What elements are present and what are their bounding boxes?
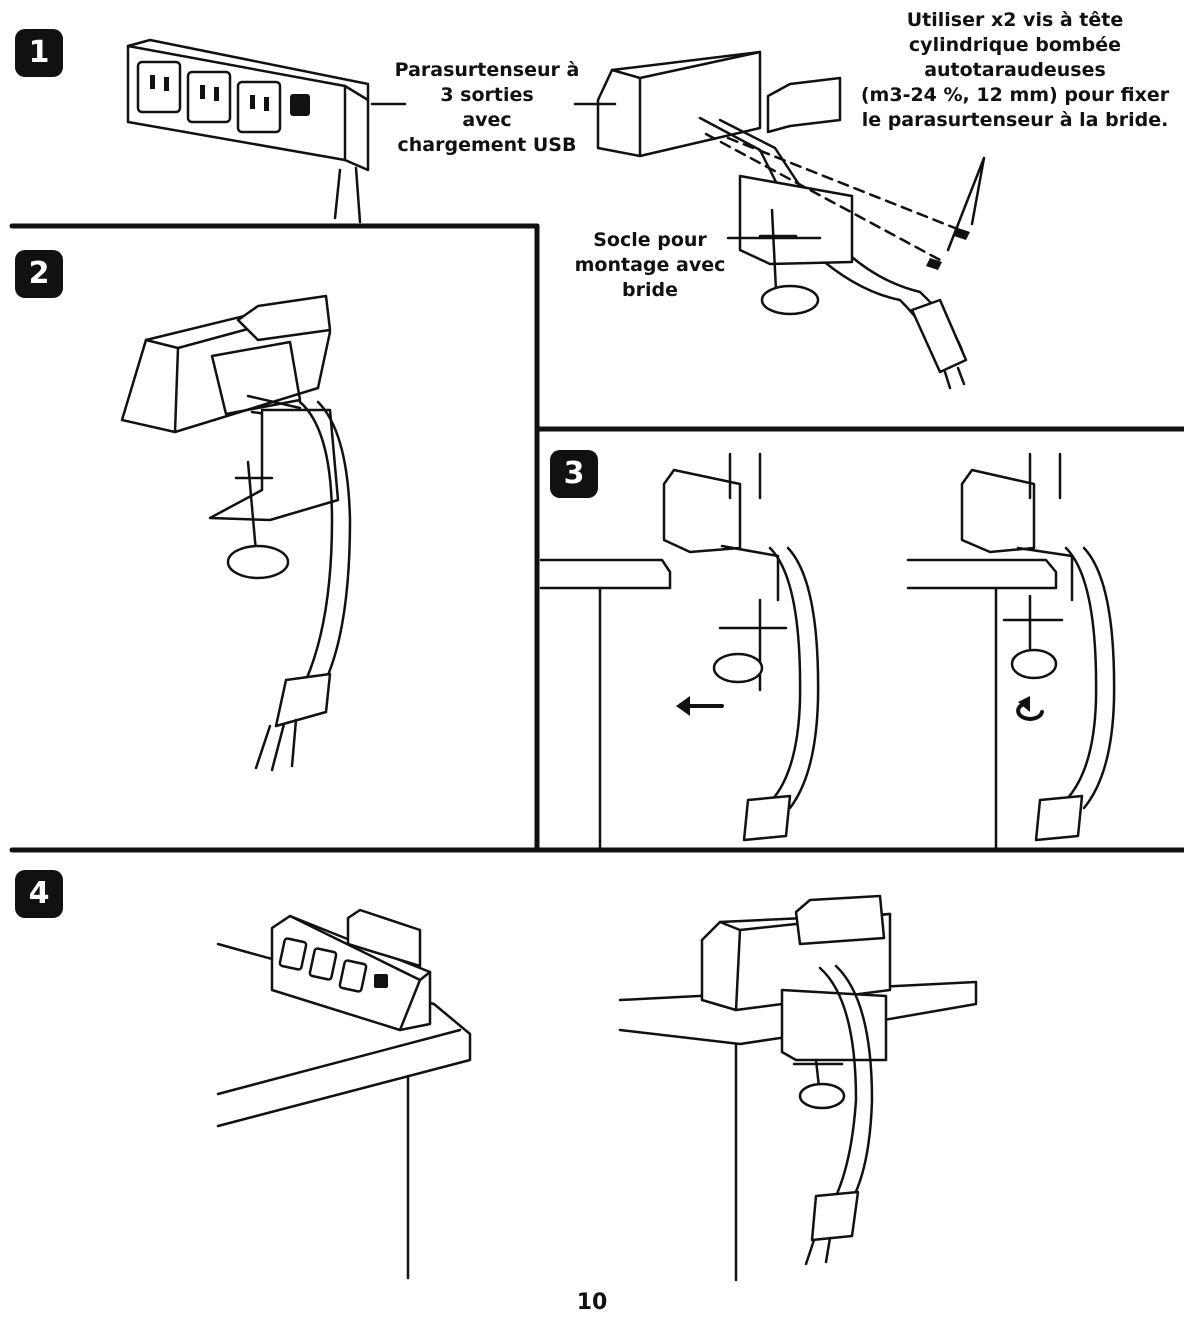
step-2-badge: 2 [15, 250, 63, 298]
step-1-badge: 1 [15, 29, 63, 77]
screws-label-line: le parasurtenseur à la bride. [861, 109, 1169, 132]
page-number: 10 [576, 1290, 608, 1315]
desk-insert-illustration [539, 452, 820, 852]
step-3-badge: 3 [550, 450, 598, 498]
desk-mounted-underside-illustration [618, 894, 978, 1282]
surge-protector-label-line: chargement USB [397, 134, 577, 157]
surge-protector-label: Parasurtenseur à 3 sorties avec chargeme… [380, 58, 594, 158]
arrow-left-icon [676, 696, 724, 716]
desk-tightened-illustration [906, 452, 1116, 852]
clamp-base-label-line: bride [622, 279, 678, 302]
assembled-clamp-illustration [120, 294, 352, 772]
clamp-base-label-line: Socle pour [593, 229, 707, 251]
panel-dividers [9, 223, 1184, 853]
clamp-base-label: Socle pour montage avec bride [560, 228, 740, 303]
screws-label-line: (m3-24 %, 12 mm) pour fixer [860, 84, 1170, 107]
surge-protector-label-line: 3 sorties [440, 84, 534, 107]
surge-protector-label-line: Parasurtenseur à [394, 59, 580, 81]
surge-protector-label-line: avec [462, 109, 512, 132]
screws-label: Utiliser x2 vis à tête cylindrique bombé… [846, 8, 1184, 133]
screws-label-line: cylindrique bombée [908, 34, 1122, 57]
screws-label-line: Utiliser x2 vis à tête [906, 9, 1124, 31]
rotate-icon [1016, 696, 1044, 721]
desk-mounted-top-illustration [216, 908, 472, 1280]
clamp-base-label-line: montage avec [574, 254, 726, 277]
surge-protector-front-illustration [126, 38, 370, 224]
step-4-badge: 4 [15, 870, 63, 918]
screws-label-line: autotaraudeuses [924, 59, 1106, 82]
